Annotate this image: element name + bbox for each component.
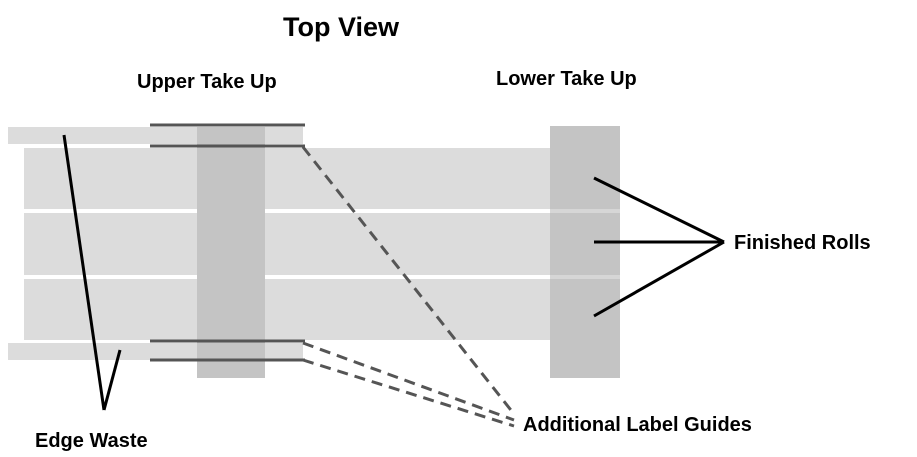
finished-roll-strip-3	[24, 279, 620, 340]
label-guide-leader-1	[301, 146, 516, 415]
label-guide-leader-3	[302, 358, 515, 428]
lower-roller-slit-1	[550, 209, 620, 213]
edge-waste-label: Edge Waste	[35, 430, 148, 452]
diagram-title: Top View	[283, 12, 400, 42]
label-guide-leader-2	[302, 341, 515, 422]
upper-take-up-roller	[197, 127, 265, 378]
lower-roller-slit-2	[550, 275, 620, 279]
finished-rolls-leader-3	[593, 240, 725, 318]
finished-roll-strip-2	[24, 213, 620, 275]
finished-rolls-leader-1	[593, 176, 725, 244]
upper-take-up-label: Upper Take Up	[137, 71, 277, 93]
edge-waste-leader-2	[102, 349, 122, 411]
finished-rolls-label: Finished Rolls	[734, 232, 871, 254]
lower-take-up-label: Lower Take Up	[496, 68, 637, 90]
additional-label-guides-label: Additional Label Guides	[523, 414, 752, 436]
edge-waste-leader-1	[62, 134, 106, 411]
lower-take-up-roller	[550, 126, 620, 378]
finished-roll-strip-1	[24, 148, 620, 209]
